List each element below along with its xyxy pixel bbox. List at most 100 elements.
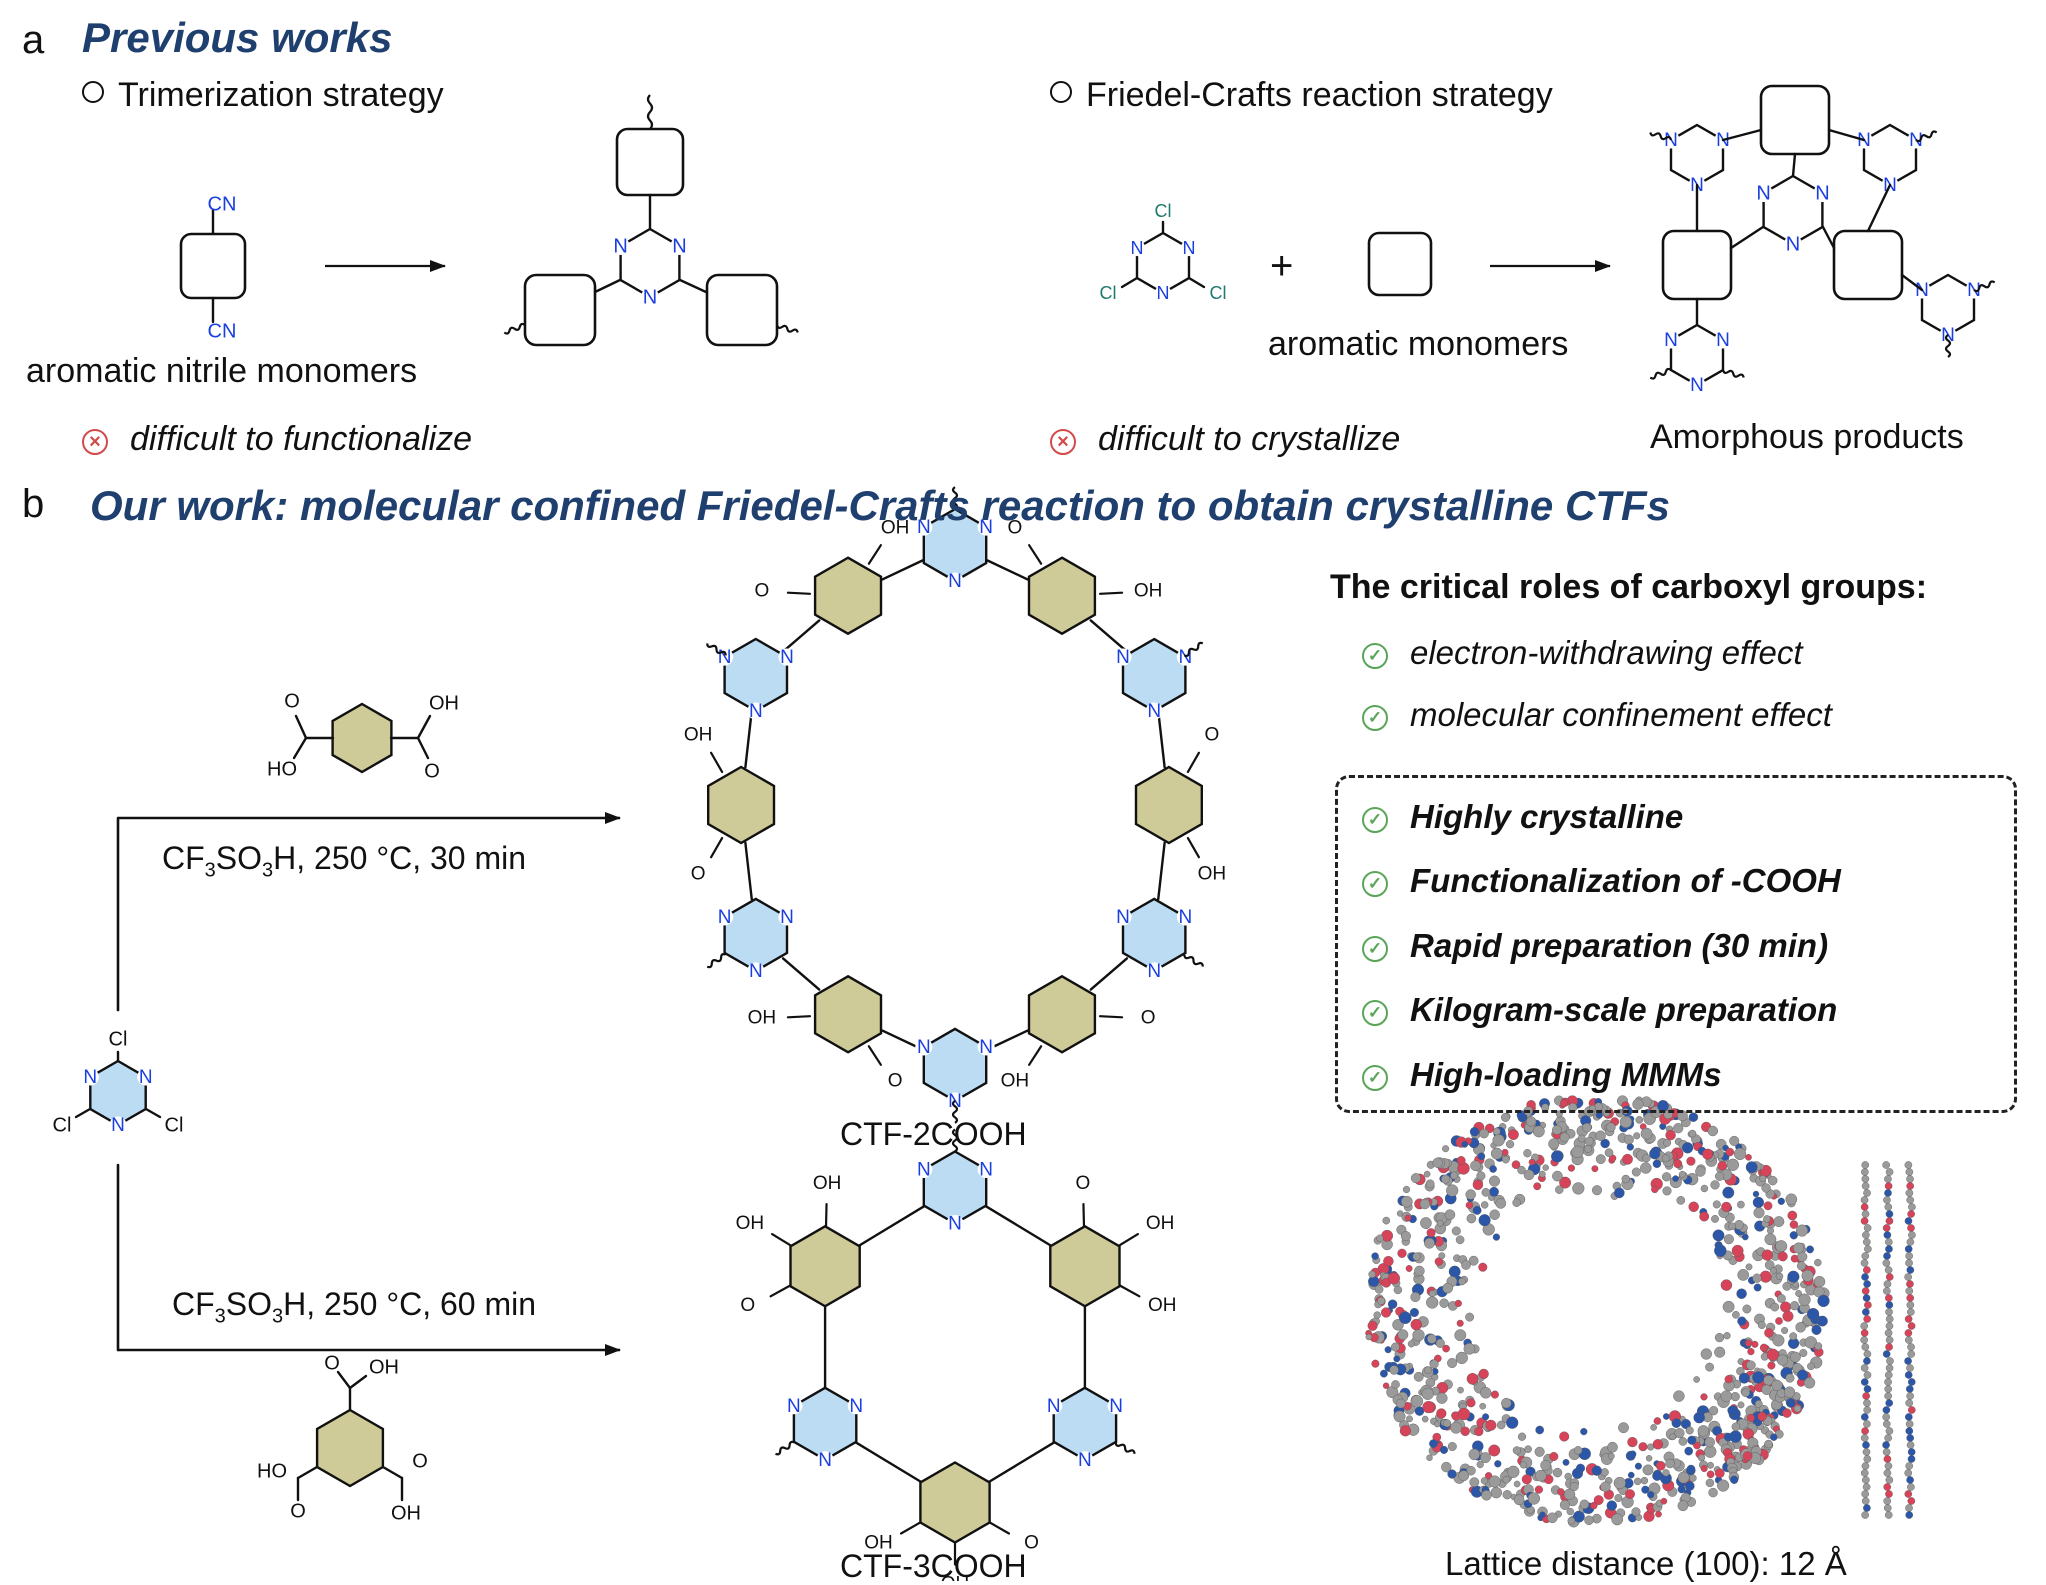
model-atom — [1674, 1428, 1685, 1439]
model-atom — [1532, 1125, 1545, 1138]
model-atom — [1548, 1138, 1560, 1150]
label-knockout — [670, 237, 689, 255]
model-atom — [1678, 1170, 1686, 1178]
hydroxyl-group: OH — [1198, 864, 1227, 885]
framework-bond — [744, 841, 753, 901]
hydroxyl-group: OH — [881, 517, 910, 538]
feature-label: Rapid preparation (30 min) — [1410, 927, 1829, 964]
triazine-ring: NNN — [1114, 897, 1194, 982]
oxygen-atom: O — [1007, 517, 1022, 538]
bond-line — [296, 1465, 319, 1480]
model-atom — [1613, 1476, 1626, 1490]
carboxyl-bond — [1118, 1284, 1141, 1298]
layer-atom — [1863, 1266, 1871, 1274]
model-atom — [1759, 1175, 1767, 1182]
benzene-ring — [813, 556, 883, 636]
nitrogen-atom: N — [672, 235, 686, 257]
model-atom — [1780, 1301, 1792, 1313]
model-atom — [1595, 1130, 1606, 1141]
amorphous-product-caption: Amorphous products — [1650, 418, 1964, 456]
oxygen-atom: O — [324, 1352, 340, 1374]
model-atom — [1757, 1411, 1767, 1422]
layer-atom — [1864, 1301, 1872, 1309]
model-atom — [1626, 1143, 1634, 1151]
model-atom — [1781, 1326, 1789, 1334]
model-atom — [1506, 1416, 1519, 1429]
nitrogen-atom: N — [1756, 182, 1770, 204]
layer-atom — [1862, 1441, 1870, 1449]
carboxyl-bond — [1028, 1045, 1043, 1066]
model-atom — [1480, 1452, 1491, 1464]
layer-atom — [1906, 1441, 1915, 1449]
model-atom — [1566, 1507, 1575, 1516]
model-atom — [1704, 1436, 1715, 1448]
model-atom — [1521, 1474, 1532, 1485]
model-atom — [1404, 1214, 1412, 1222]
layer-atom — [1907, 1406, 1916, 1414]
model-atom — [1447, 1469, 1457, 1479]
model-atom — [1705, 1362, 1715, 1372]
nitrogen-atom: N — [718, 647, 732, 668]
model-atom — [1552, 1467, 1563, 1478]
cond-top-subscript: 3 — [262, 859, 274, 882]
model-atom — [1559, 1499, 1570, 1510]
bond-line — [1900, 273, 1924, 292]
layer-atom — [1863, 1357, 1871, 1365]
triazine-ring: NNN — [915, 507, 995, 592]
model-atom — [1454, 1329, 1467, 1342]
model-atom — [1795, 1224, 1808, 1237]
layer-atom — [1905, 1252, 1913, 1260]
model-atom — [1421, 1415, 1429, 1423]
model-atom — [1776, 1354, 1789, 1366]
layer-atom — [1884, 1189, 1892, 1197]
model-atom — [1476, 1460, 1484, 1469]
nitrogen-atom: N — [1157, 283, 1170, 303]
model-atom — [1512, 1446, 1522, 1455]
model-atom — [1426, 1296, 1439, 1309]
model-atom — [1591, 1185, 1602, 1196]
chlorine-atom: Cl — [53, 1114, 72, 1136]
model-atom — [1489, 1209, 1500, 1220]
model-atom — [1744, 1339, 1753, 1347]
model-atom — [1572, 1182, 1585, 1195]
label-knockout — [1145, 962, 1163, 980]
bond-line — [74, 1107, 92, 1119]
model-atom — [1391, 1342, 1400, 1352]
model-atom — [1652, 1159, 1662, 1169]
layer-atom — [1864, 1245, 1872, 1253]
model-atom — [1736, 1288, 1747, 1299]
layer-atom — [1884, 1266, 1893, 1274]
model-atom — [1622, 1153, 1633, 1165]
model-atom — [1456, 1156, 1466, 1165]
model-atom — [1621, 1174, 1631, 1184]
model-atom — [1650, 1424, 1657, 1431]
model-atom — [1697, 1454, 1706, 1462]
model-atom — [1535, 1425, 1544, 1435]
nitrogen-atom: N — [643, 286, 657, 308]
model-atom — [1559, 1132, 1570, 1143]
feature-item: ✓Highly crystalline — [1362, 798, 1683, 836]
nitrogen-atom: N — [917, 517, 931, 538]
model-atom — [1729, 1135, 1740, 1146]
benzene-ring — [1134, 765, 1204, 845]
model-atom — [1687, 1435, 1697, 1445]
model-atom — [1631, 1167, 1641, 1177]
hydroxyl-group: OH — [1146, 1213, 1175, 1234]
label-knockout — [1813, 184, 1832, 202]
model-atom — [1600, 1138, 1610, 1149]
model-atom — [1380, 1369, 1388, 1378]
model-atom — [1368, 1270, 1376, 1279]
label-knockout — [1662, 131, 1680, 149]
panel-a-title: Previous works — [82, 14, 393, 61]
cond-bottom-part: H, 250 °C, 60 min — [283, 1286, 537, 1322]
model-atom — [1429, 1359, 1439, 1369]
model-atom — [1725, 1147, 1735, 1157]
triazine-ring: NNN — [1754, 174, 1832, 255]
check-icon: ✓ — [1362, 807, 1388, 833]
model-atom — [1811, 1324, 1822, 1335]
label-knockout — [1754, 184, 1773, 202]
model-atom — [1665, 1458, 1675, 1469]
layer-atom — [1885, 1364, 1894, 1372]
layer-atom — [1907, 1448, 1916, 1456]
model-atom — [1607, 1441, 1618, 1453]
